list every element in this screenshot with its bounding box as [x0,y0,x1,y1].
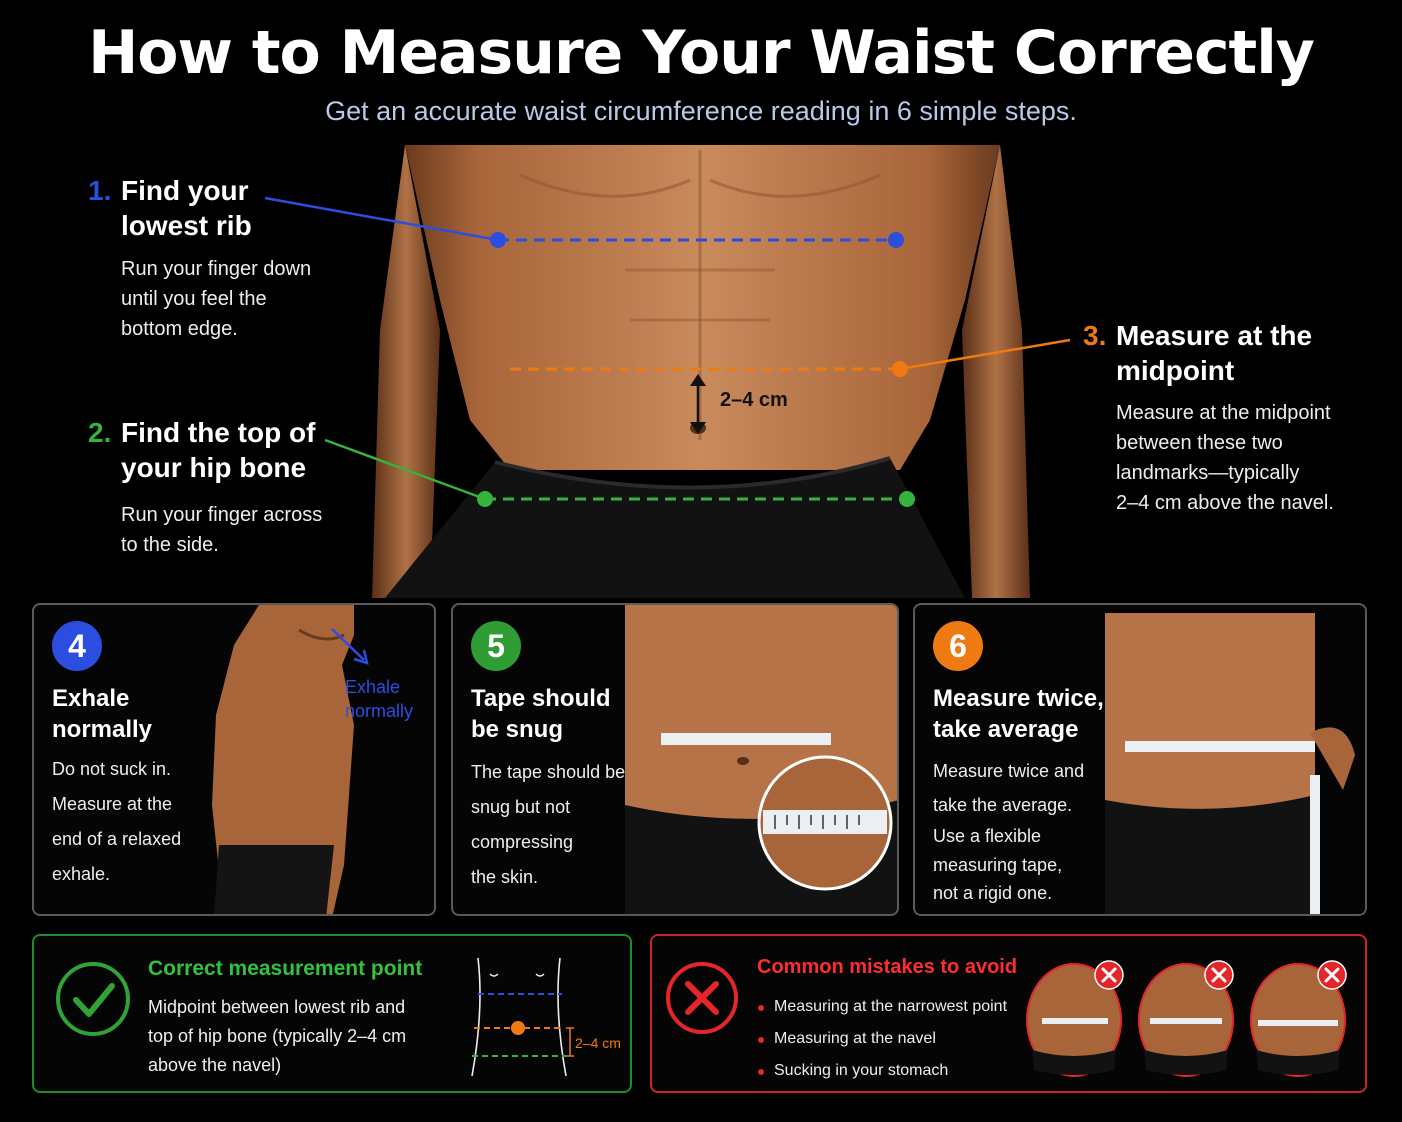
step-1-heading: 1. Find your lowest rib [88,173,252,243]
step-3-title-line1: Measure at the [1116,320,1313,351]
mistake-thumbnail-sucking-in [1250,963,1346,1077]
step-1-number: 1. [88,175,112,206]
measure-twice-image [1105,613,1355,914]
correct-point-panel: Correct measurement point Midpoint betwe… [32,934,632,1093]
step-6-title: Measure twice, take average [933,685,1104,743]
step-6-badge: 6 [933,621,983,671]
mistake-thumbnail-navel [1138,963,1234,1077]
list-item: Measuring at the narrowest point [756,991,1007,1023]
distance-label: 2–4 cm [720,389,788,411]
page-subtitle: Get an accurate waist circumference read… [325,96,1077,126]
mistake-thumbnail-narrowest [1026,963,1122,1077]
step-4-card: Exhale normally 4 Exhale normally Do not… [32,603,436,916]
check-icon [56,962,130,1036]
page-title: How to Measure Your Waist Correctly [88,18,1315,88]
step-2-title-line1: Find the top of [121,417,316,448]
measurement-diagram [471,957,574,1077]
x-mark-icon [1094,960,1124,990]
step-2-number: 2. [88,417,112,448]
x-mark-icon [1204,960,1234,990]
step-1-body: Run your finger down until you feel the … [121,258,312,340]
step-5-card: 5 Tape should be snug The tape should be… [451,603,899,916]
diagram-distance-label: 2–4 cm [575,1035,621,1051]
step-1-title-line1: Find your [121,175,249,206]
step-4-title: Exhale normally [52,685,153,743]
exhale-arrow-label: Exhale normally [345,677,414,721]
list-item: Measuring at the navel [756,1023,1007,1055]
step-1-title-line2: lowest rib [121,210,252,241]
step-3-heading: 3. Measure at the midpoint [1083,318,1312,388]
step-2-title-line2: your hip bone [121,452,307,483]
mistakes-title: Common mistakes to avoid [757,956,1018,978]
mistakes-panel: Common mistakes to avoid Measuring at th… [650,934,1367,1093]
step-5-title: Tape should be snug [471,685,611,743]
tape-snug-image [625,605,897,914]
step-4-badge: 4 [52,621,102,671]
list-item: Sucking in your stomach [756,1055,1007,1087]
mistakes-list: Measuring at the narrowest point Measuri… [756,991,1007,1087]
cross-icon [666,962,738,1034]
step-4-text: Do not suck in. Measure at the end of a … [52,759,182,884]
correct-point-title: Correct measurement point [148,957,423,980]
step-5-badge: 5 [471,621,521,671]
step-5-text: The tape should be snug but not compress… [471,762,626,887]
correct-point-text: Midpoint between lowest rib and top of h… [148,997,407,1075]
step-2-body: Run your finger across to the side. [121,504,323,556]
step-2-heading: 2. Find the top of your hip bone [88,415,315,485]
step-6-text: Measure twice and take the average. Use … [933,761,1085,903]
step-3-body: Measure at the midpoint between these tw… [1116,402,1334,514]
side-profile-image [212,605,369,914]
step-3-number: 3. [1083,320,1107,351]
step-3-title-line2: midpoint [1116,355,1235,386]
step-6-card: 6 Measure twice, take average Measure tw… [913,603,1367,916]
x-mark-icon [1317,960,1347,990]
